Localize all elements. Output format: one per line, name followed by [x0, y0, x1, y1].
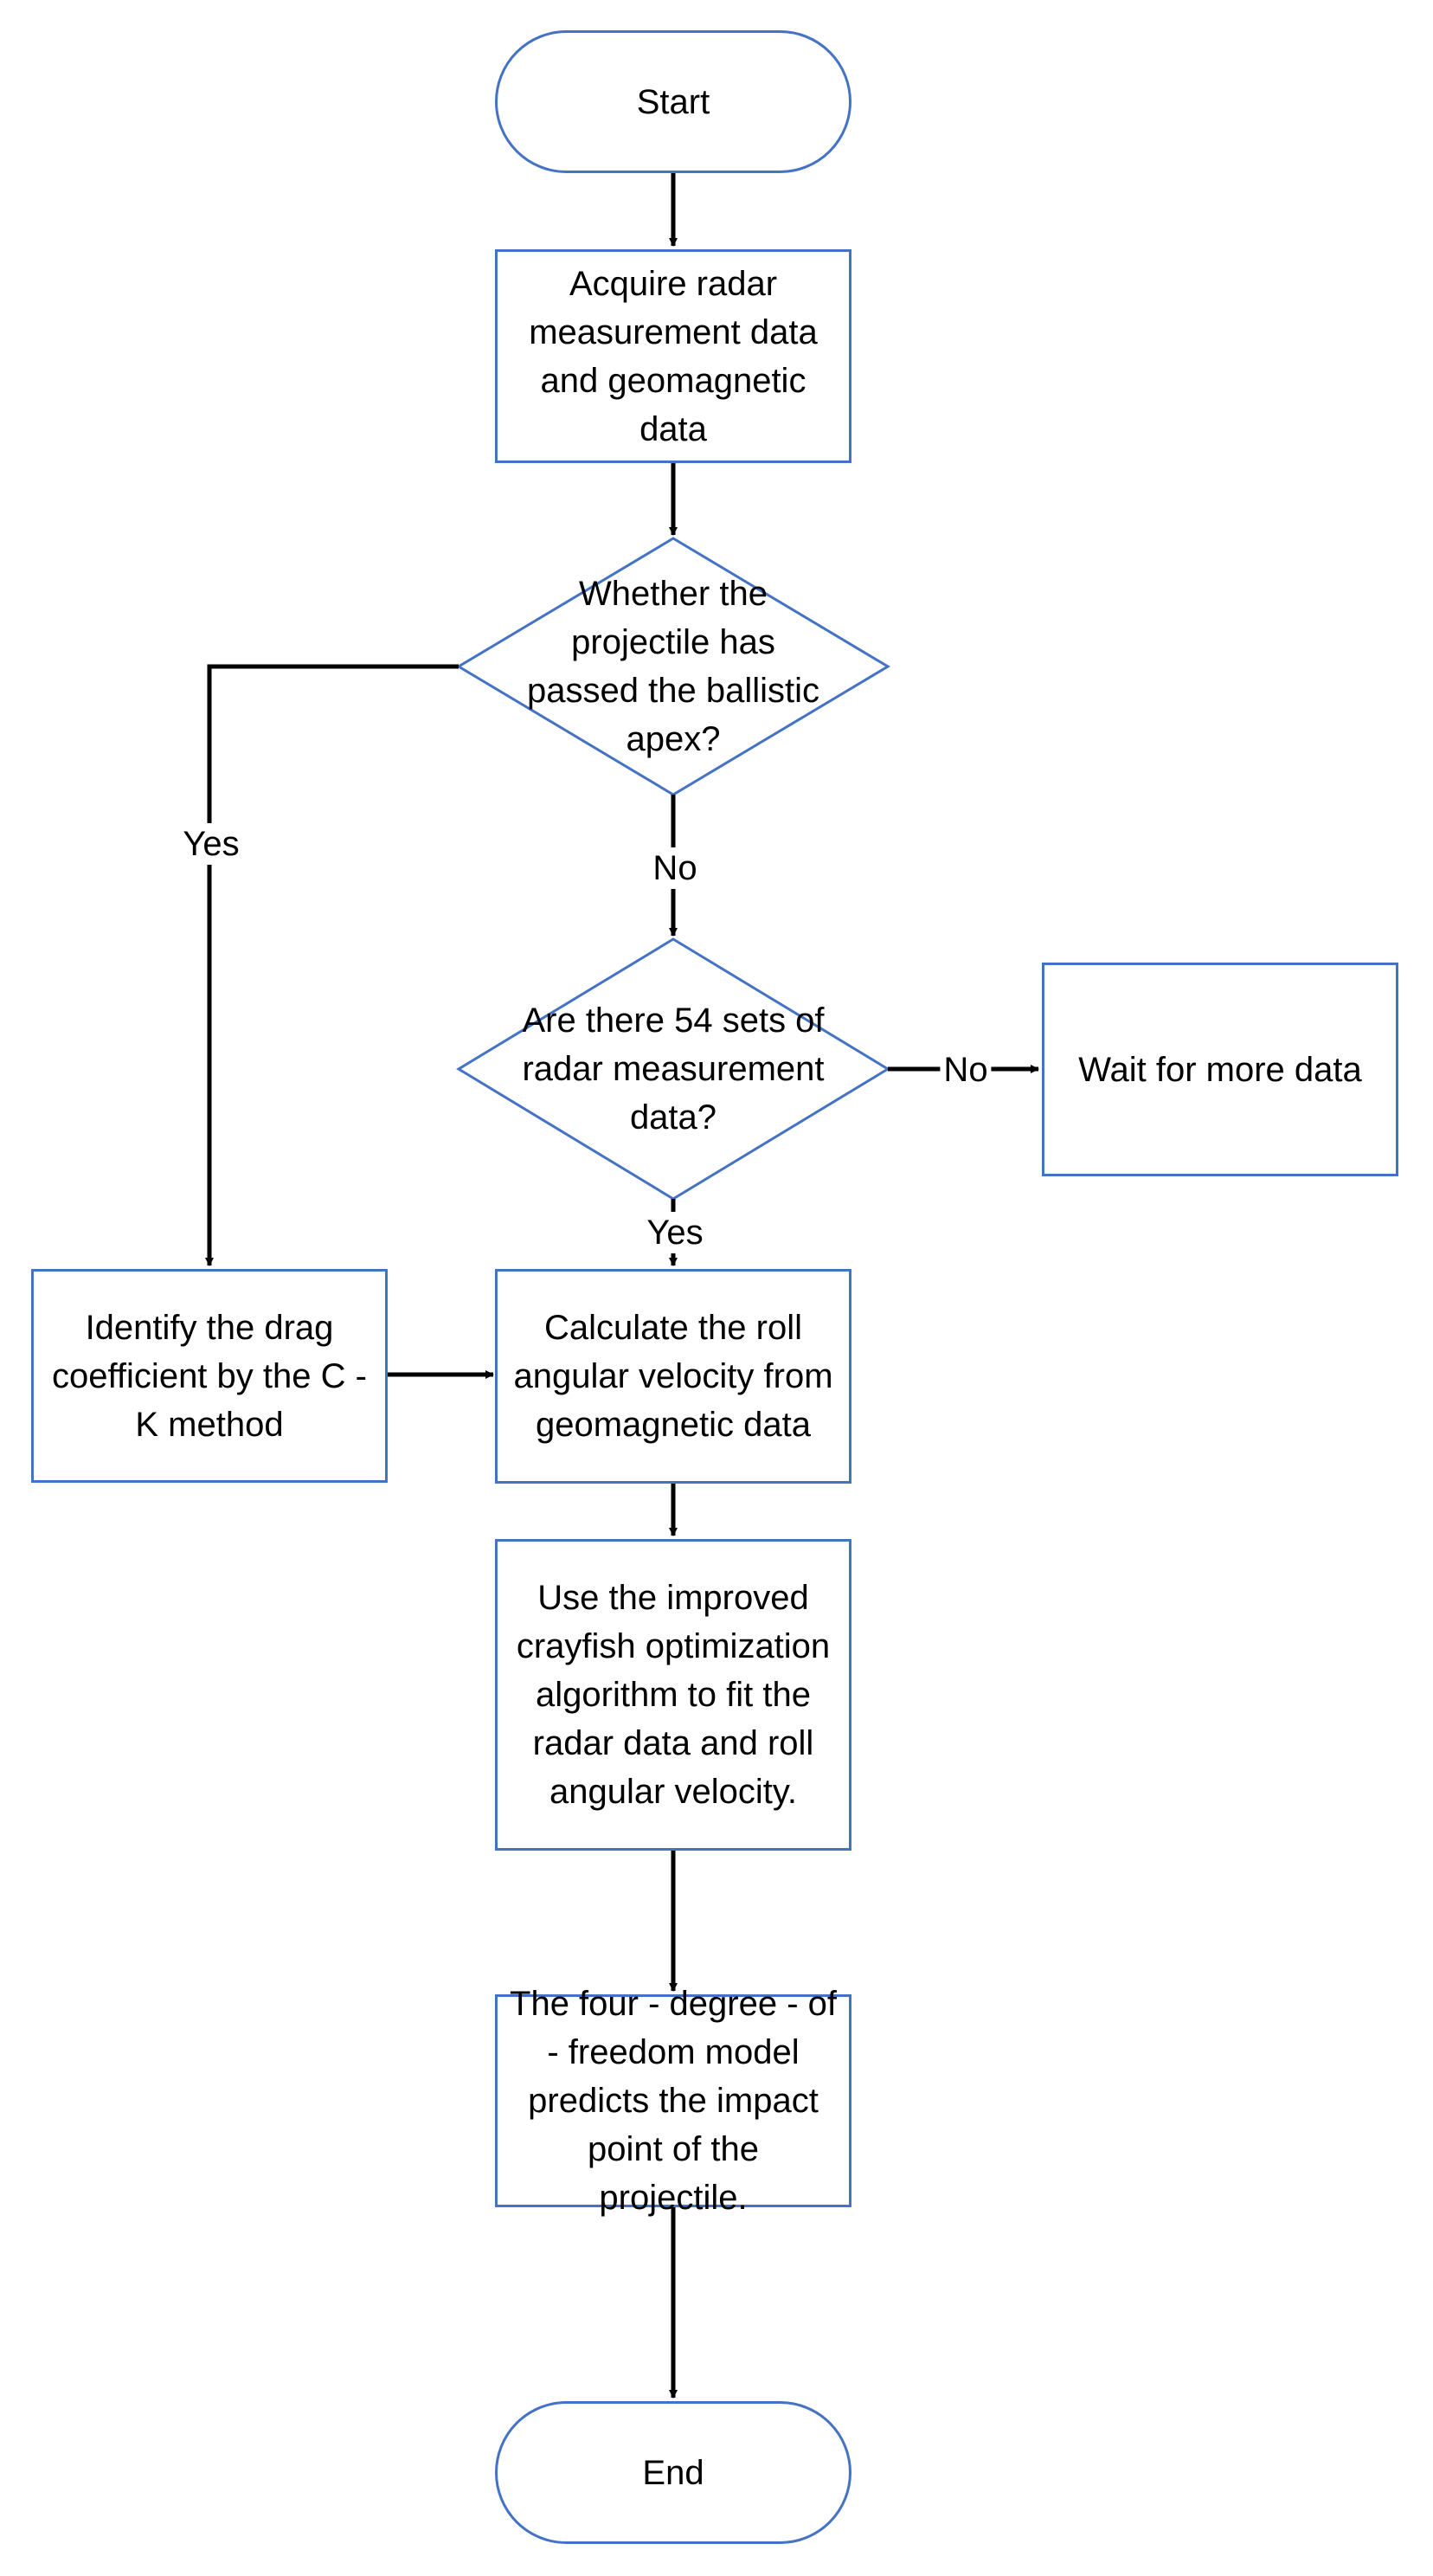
identify-drag-label: Identify the drag coefficient by the C -…	[52, 1308, 367, 1444]
apex-decision-text: Whether the projectile has passed the ba…	[516, 563, 831, 770]
sets-no-label: No	[940, 1049, 992, 1091]
sets-yes-label: Yes	[643, 1212, 707, 1253]
predict-label: The four - degree - of - freedom model p…	[510, 1985, 837, 2217]
identify-drag-box: Identify the drag coefficient by the C -…	[31, 1269, 388, 1483]
apex-no-label: No	[649, 847, 701, 889]
end-terminator: End	[495, 2401, 851, 2544]
roll-velocity-box: Calculate the roll angular velocity from…	[495, 1269, 851, 1484]
end-label: End	[642, 2453, 704, 2492]
apex-yes-label: Yes	[179, 823, 243, 865]
arrow-apex-yes-to-identify	[205, 664, 459, 1266]
sets-decision-label: Are there 54 sets of radar measurement d…	[522, 1001, 825, 1137]
predict-box: The four - degree - of - freedom model p…	[495, 1985, 851, 2217]
wait-box: Wait for more data	[1042, 963, 1398, 1176]
crayfish-box: Use the improved crayfish optimization a…	[495, 1539, 851, 1851]
apex-decision-label: Whether the projectile has passed the ba…	[527, 575, 819, 758]
crayfish-label: Use the improved crayfish optimization a…	[516, 1579, 831, 1811]
start-terminator: Start	[495, 30, 851, 173]
start-label: Start	[636, 82, 710, 121]
roll-velocity-label: Calculate the roll angular velocity from…	[513, 1309, 833, 1444]
acquire-data-label: Acquire radar measurement data and geoma…	[529, 264, 818, 448]
acquire-data-box: Acquire radar measurement data and geoma…	[495, 249, 851, 463]
sets-decision-text: Are there 54 sets of radar measurement d…	[507, 974, 839, 1164]
wait-label: Wait for more data	[1078, 1050, 1362, 1089]
